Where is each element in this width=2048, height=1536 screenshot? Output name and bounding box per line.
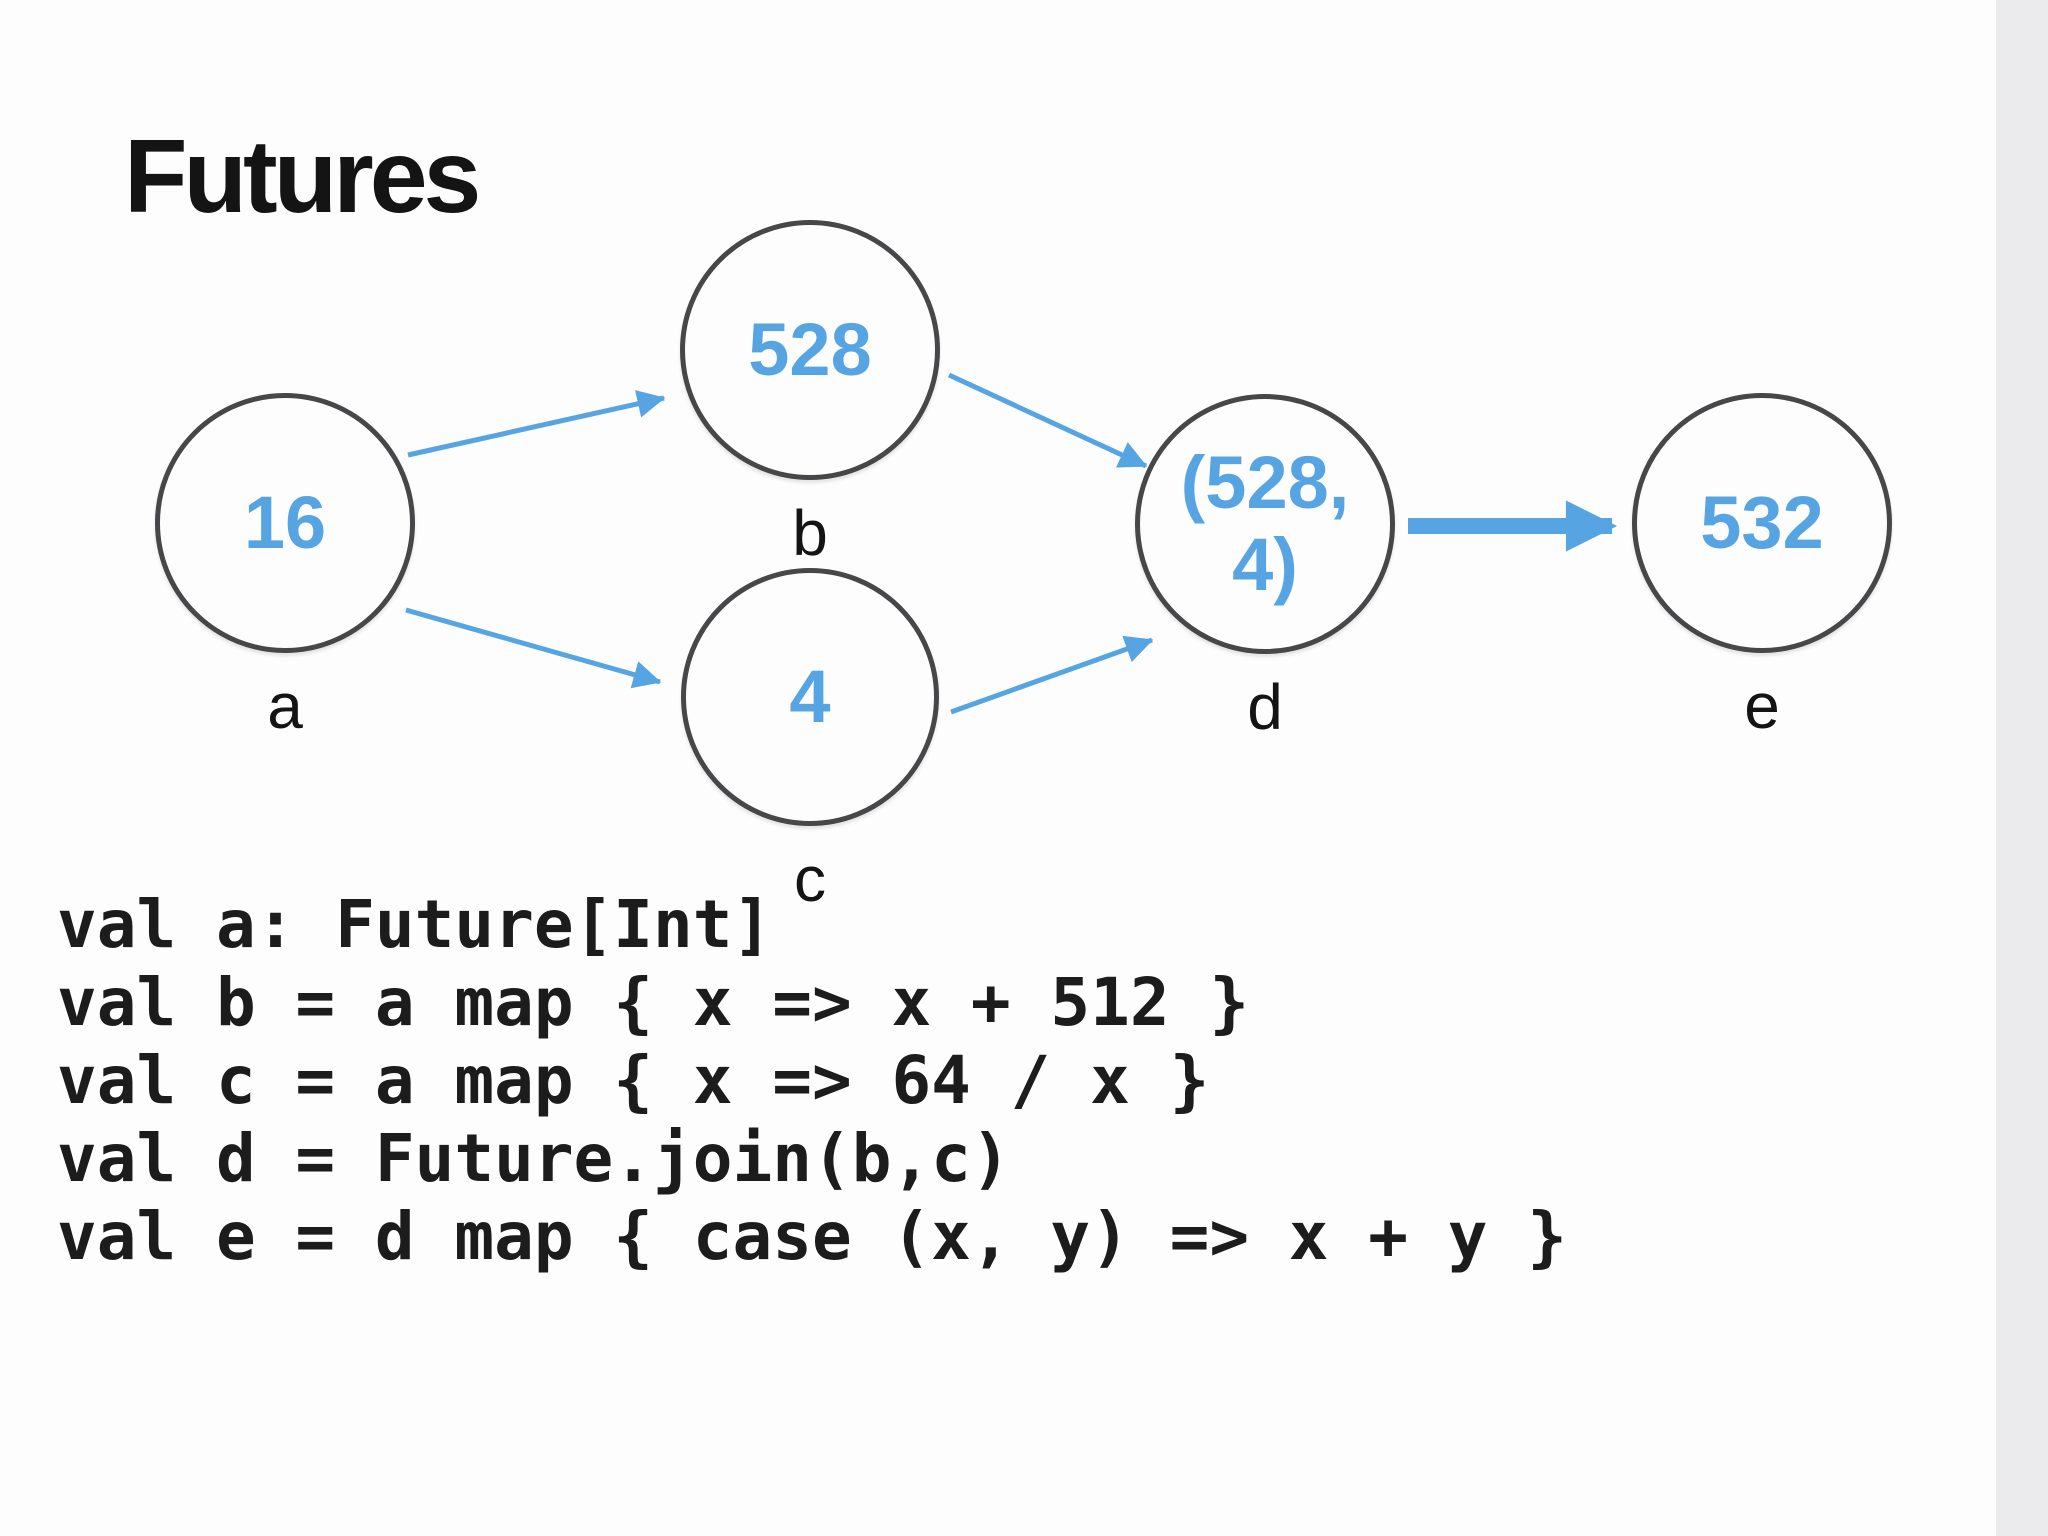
node-d-value: (528,4)	[1181, 442, 1350, 606]
node-e-circle: 532	[1632, 393, 1892, 653]
node-a-label: a	[267, 670, 303, 742]
node-d-label: d	[1247, 671, 1283, 743]
slide-right-edge-strip	[1996, 0, 2048, 1536]
node-d-value-line: (528,	[1180, 441, 1350, 524]
node-e-label: e	[1744, 670, 1780, 742]
node-a-value-line: 16	[243, 481, 327, 564]
code-line-5: val e = d map { case (x, y) => x + y }	[57, 1198, 1567, 1275]
node-b-label: b	[792, 497, 828, 569]
node-e-value: 532	[1700, 482, 1823, 564]
page-title: Futures	[124, 119, 481, 235]
code-line-4: val d = Future.join(b,c)	[57, 1120, 1011, 1197]
node-c-value: 4	[789, 656, 830, 738]
code-line-2: val b = a map { x => x + 512 }	[57, 964, 1250, 1041]
node-b-value: 528	[748, 309, 871, 391]
node-b-circle: 528	[680, 220, 940, 480]
node-d-value-line: 4)	[1232, 523, 1298, 606]
node-c-circle: 4	[681, 568, 939, 826]
code-line-3: val c = a map { x => 64 / x }	[57, 1042, 1210, 1119]
code-line-1: val a: Future[Int]	[57, 886, 773, 963]
node-b-value-line: 528	[748, 308, 872, 391]
node-d-circle: (528,4)	[1135, 394, 1395, 654]
edge-a-b-arrow	[407, 390, 666, 458]
node-c-label: c	[794, 843, 826, 915]
node-a-value: 16	[244, 482, 326, 564]
edge-a-c-arrow	[405, 607, 662, 689]
code-block: val a: Future[Int]val b = a map { x => x…	[57, 886, 1567, 1276]
node-e-value-line: 532	[1700, 481, 1824, 564]
node-a-circle: 16	[155, 393, 415, 653]
node-c-value-line: 4	[789, 655, 831, 738]
edge-c-d-arrow	[950, 635, 1154, 715]
edge-b-d-arrow	[947, 372, 1148, 469]
